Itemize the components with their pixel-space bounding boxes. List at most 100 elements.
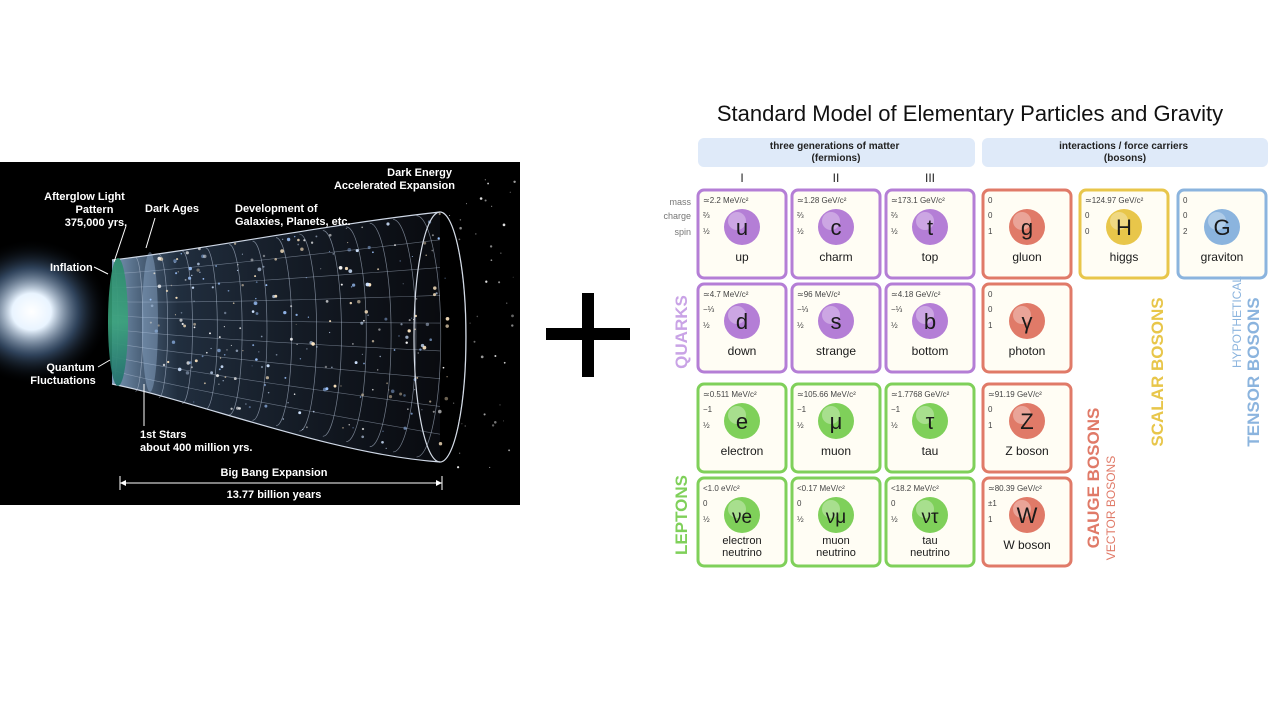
galaxy-dot xyxy=(198,247,201,251)
galaxy-dot xyxy=(297,238,300,242)
galaxy-dot xyxy=(245,403,247,405)
grid-line xyxy=(111,328,441,352)
galaxy-dot xyxy=(388,389,390,391)
galaxy-dot xyxy=(344,266,349,271)
big-bang-expansion-label: Big Bang Expansion xyxy=(221,467,328,479)
galaxy-dot xyxy=(262,265,265,268)
galaxy-dot xyxy=(350,286,353,288)
galaxy-dot xyxy=(384,317,388,321)
grid-ring xyxy=(182,250,193,404)
background-star xyxy=(459,219,462,221)
galaxy-dot xyxy=(325,300,329,303)
particle-name: strange xyxy=(816,344,856,358)
background-star xyxy=(485,280,488,283)
particle-spin: ½ xyxy=(891,321,898,330)
galaxy-dot xyxy=(203,254,207,259)
galaxy-dot xyxy=(403,426,407,430)
galaxy-dot xyxy=(388,394,393,399)
background-star xyxy=(500,252,502,254)
cone-end-ellipse xyxy=(413,211,467,463)
background-star xyxy=(466,203,467,205)
background-star xyxy=(502,223,506,227)
galaxy-dot xyxy=(378,328,381,331)
particle-charge: 0 xyxy=(1183,211,1188,220)
galaxy-dot xyxy=(342,427,344,429)
timeline-arrow-left-head xyxy=(120,480,126,486)
galaxy-dot xyxy=(171,340,176,344)
particle-name: higgs xyxy=(1110,250,1139,264)
particle-symbol: c xyxy=(831,215,842,240)
galaxy-dot xyxy=(386,382,388,385)
galaxy-dot xyxy=(180,311,183,314)
particle-charge: −⅓ xyxy=(891,305,903,314)
particle-symbol-highlight xyxy=(916,500,934,518)
galaxy-dot xyxy=(438,409,442,414)
development-label: Development of Galaxies, Planets, etc. xyxy=(235,203,351,228)
galaxy-dot xyxy=(185,371,190,375)
grid-ring xyxy=(416,215,442,458)
galaxy-dot xyxy=(333,384,337,388)
galaxy-dot xyxy=(399,392,403,396)
galaxy-dot xyxy=(442,366,445,369)
galaxy-dot xyxy=(223,326,225,328)
particle-charge: 0 xyxy=(988,211,993,220)
particle-charge: −1 xyxy=(703,405,713,414)
particle-spin: ½ xyxy=(797,421,804,430)
particle-mass: ≃173.1 GeV/c² xyxy=(891,196,945,205)
timeline-arrow-right-head xyxy=(436,480,442,486)
particle-name: W boson xyxy=(1003,538,1050,552)
galaxy-dot xyxy=(253,301,258,306)
galaxy-dot xyxy=(449,214,451,217)
grid-line xyxy=(111,342,441,379)
galaxy-dot xyxy=(328,250,331,253)
background-star xyxy=(511,324,514,327)
galaxy-dot xyxy=(209,332,211,335)
particle-charge: 0 xyxy=(1085,211,1090,220)
galaxy-dot xyxy=(421,409,423,411)
galaxy-dot xyxy=(432,410,435,413)
particle-symbol-highlight xyxy=(822,406,840,424)
galaxy-dot xyxy=(437,237,440,240)
galaxy-dot xyxy=(257,267,262,272)
galaxy-dot xyxy=(260,365,264,369)
particle-spin: ½ xyxy=(703,421,710,430)
galaxy-dot xyxy=(306,426,308,429)
galaxy-dot xyxy=(431,234,434,237)
galaxy-dot xyxy=(352,427,354,429)
dark-ages-label: Dark Ages xyxy=(145,203,199,215)
background-star xyxy=(484,199,487,202)
galaxy-dot xyxy=(191,274,193,277)
expansion-cone xyxy=(112,212,440,462)
galaxy-dot xyxy=(167,360,170,364)
galaxy-dot xyxy=(219,357,222,359)
galaxy-dot xyxy=(149,298,152,301)
galaxy-dot xyxy=(332,253,335,255)
background-star xyxy=(479,197,483,200)
galaxy-dot xyxy=(267,391,270,394)
scalar-bosons-label: SCALAR BOSONS xyxy=(1148,297,1167,446)
particle-spin: 2 xyxy=(1183,227,1188,236)
galaxy-dot xyxy=(352,343,354,345)
particle-symbol: G xyxy=(1213,215,1230,240)
galaxy-dot xyxy=(305,276,308,279)
particle-mass: ≃96 MeV/c² xyxy=(797,290,840,299)
galaxy-dot xyxy=(255,312,259,315)
galaxy-dot xyxy=(361,353,363,355)
galaxy-dot xyxy=(218,368,221,371)
particle-spin: ½ xyxy=(891,515,898,524)
galaxy-dot xyxy=(420,343,425,348)
particle-symbol-highlight xyxy=(728,212,746,230)
particle-spin: ½ xyxy=(703,515,710,524)
particle-symbol: b xyxy=(924,309,936,334)
galaxy-dot xyxy=(351,283,356,287)
galaxy-dot xyxy=(287,402,289,404)
particle-symbol: W xyxy=(1017,503,1038,528)
galaxy-dot xyxy=(188,276,192,280)
background-star xyxy=(498,281,501,284)
